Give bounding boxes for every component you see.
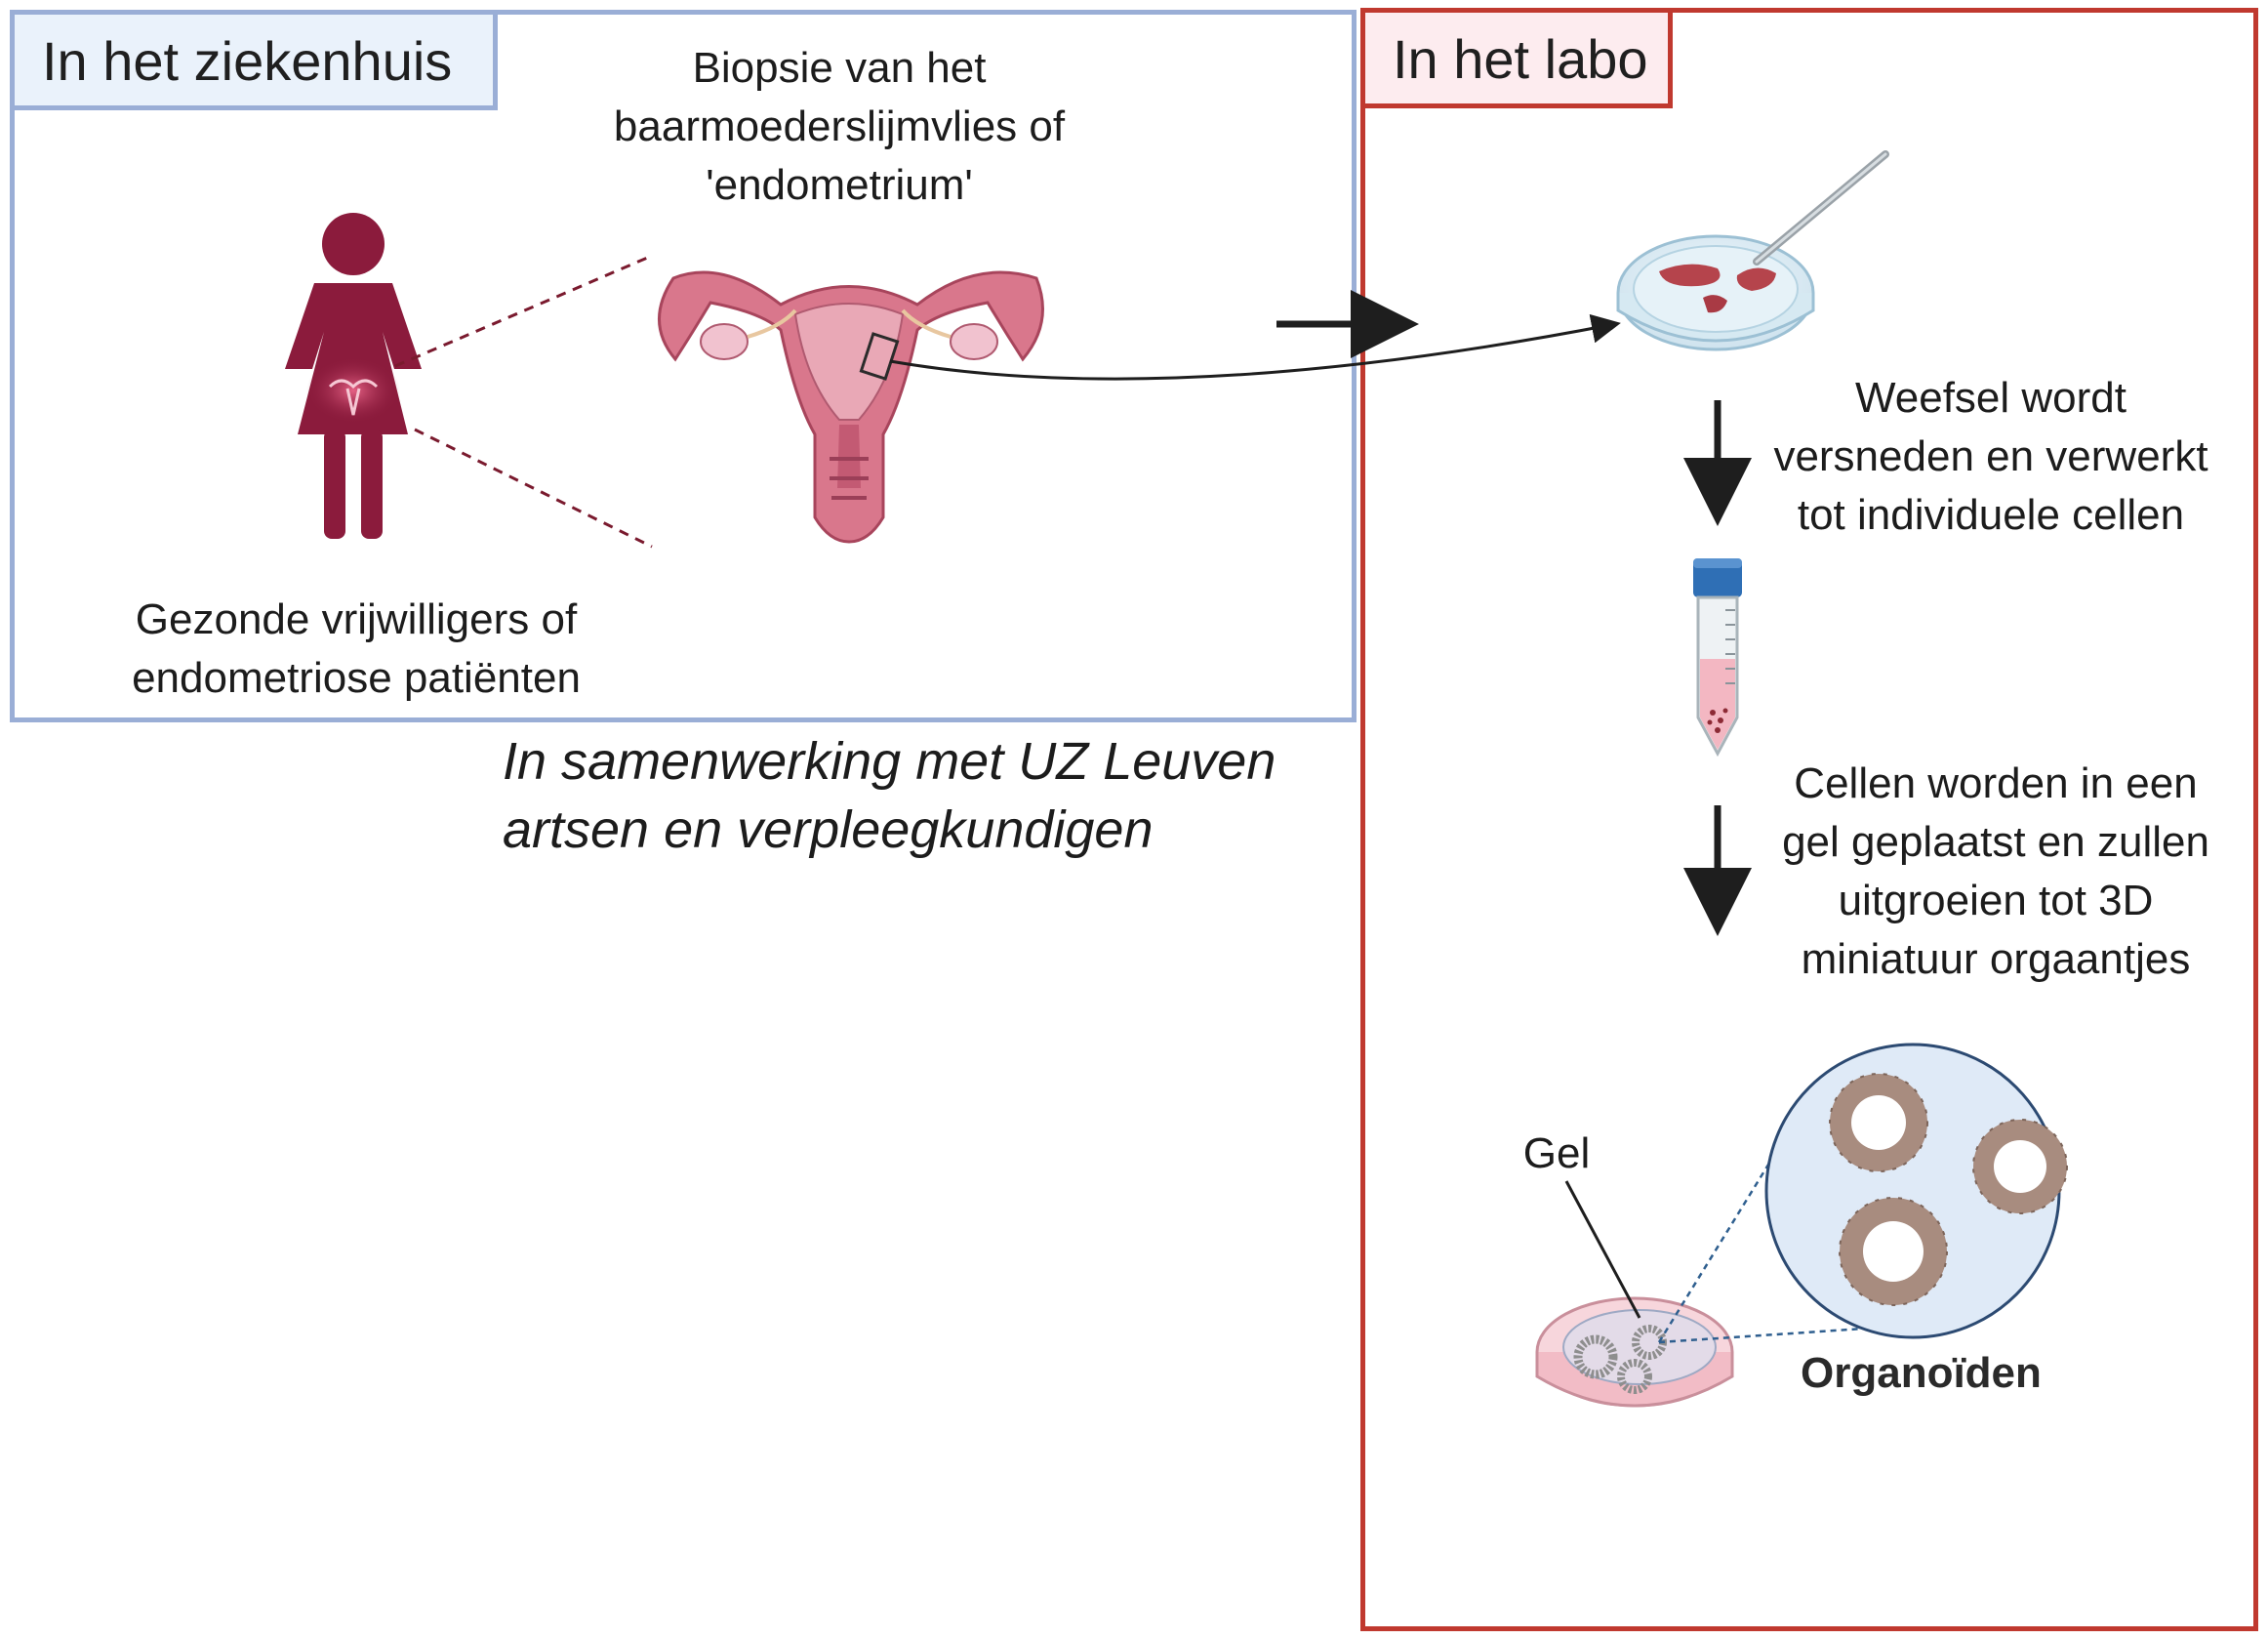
- lab-panel-title: In het labo: [1360, 8, 1673, 108]
- zoom-line-bottom: [414, 428, 653, 549]
- biopsy-transfer-line: [889, 313, 1621, 381]
- collaboration-note: In samenwerking met UZ Leuven artsen en …: [503, 732, 1276, 859]
- gel-pointer-line: [1564, 1180, 1641, 1319]
- petri-dish-with-organoids-icon: [1535, 1296, 1734, 1408]
- lab-panel: [1360, 8, 2258, 1631]
- magnify-line-top: [1657, 1151, 1778, 1343]
- magnify-line-bottom: [1658, 1326, 1880, 1344]
- organoid-magnified-icon: [1764, 1043, 2068, 1339]
- hospital-panel-title: In het ziekenhuis: [10, 10, 498, 110]
- petri-dish-with-scalpel-icon: [1616, 150, 1889, 351]
- zoom-line-top: [394, 254, 653, 368]
- woman-figure-icon: [285, 213, 422, 539]
- uterus-icon: [658, 270, 1044, 544]
- hospital-panel: [10, 10, 1357, 722]
- conical-tube-icon: [1693, 558, 1742, 758]
- cells-in-gel-caption: Cellen worden in een gel geplaatst en zu…: [1782, 759, 2209, 983]
- donors-caption: Gezonde vrijwilligers of endometriose pa…: [132, 595, 581, 702]
- gel-label: Gel: [1522, 1129, 1591, 1177]
- tissue-processing-caption: Weefsel wordt versneden en verwerkt tot …: [1773, 374, 2208, 539]
- organoids-label: Organoïden: [1801, 1349, 2042, 1397]
- biopsy-caption: Biopsie van het baarmoederslijmvlies of …: [613, 44, 1066, 209]
